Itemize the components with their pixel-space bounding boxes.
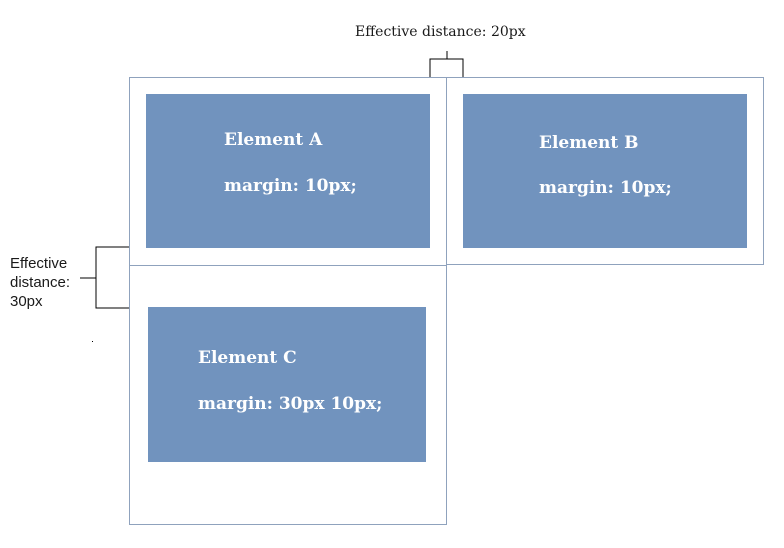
element-c-margin-rule: margin: 30px 10px; xyxy=(198,394,383,414)
left-distance-label: Effective distance: 30px xyxy=(10,254,70,311)
element-c: Element C margin: 30px 10px; xyxy=(148,307,426,462)
element-c-title: Element C xyxy=(198,348,297,368)
left-distance-line-3: 30px xyxy=(10,293,43,310)
element-a-margin-rule: margin: 10px; xyxy=(224,176,357,196)
left-distance-line-2: distance: xyxy=(10,274,71,291)
element-b-margin-box xyxy=(446,77,764,265)
element-c-margin-box xyxy=(129,265,447,525)
element-b: Element B margin: 10px; xyxy=(463,94,747,248)
element-b-title: Element B xyxy=(539,133,639,153)
element-b-margin-rule: margin: 10px; xyxy=(539,178,672,198)
top-distance-label: Effective distance: 20px xyxy=(355,24,526,40)
left-bracket xyxy=(95,246,130,309)
top-bracket xyxy=(429,58,464,77)
element-a-title: Element A xyxy=(224,130,323,150)
element-a: Element A margin: 10px; xyxy=(146,94,430,248)
stray-dot xyxy=(92,341,93,342)
left-distance-line-1: Effective xyxy=(10,255,68,272)
